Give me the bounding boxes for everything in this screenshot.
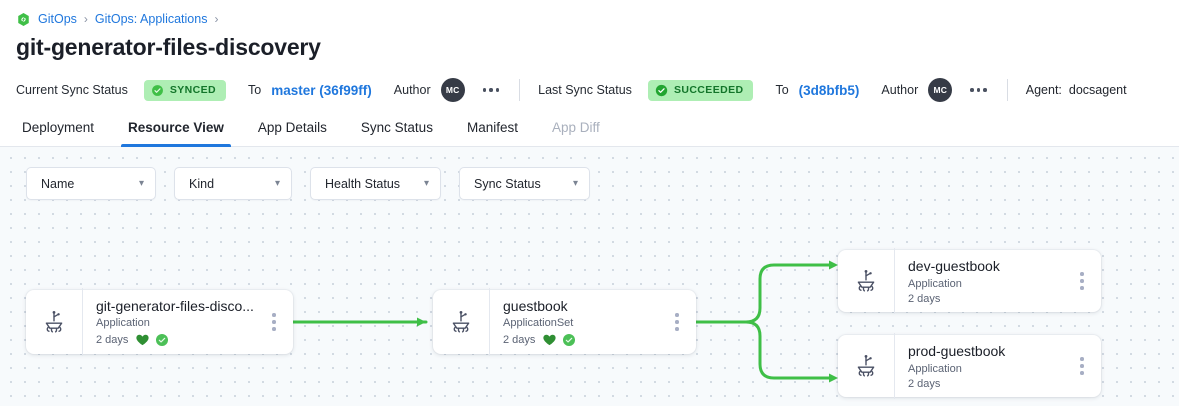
argo-application-icon — [838, 268, 894, 294]
avatar[interactable]: MC — [440, 78, 465, 102]
graph-node-kind: Application — [908, 362, 962, 375]
filter-bar: Name ▾ Kind ▾ Health Status ▾ Sync Statu… — [26, 167, 590, 200]
current-sync-status-badge[interactable]: SYNCED — [143, 79, 227, 101]
breadcrumb-item-gitops-applications[interactable]: GitOps: Applications — [94, 12, 208, 26]
breadcrumb-item-gitops[interactable]: GitOps — [38, 12, 77, 26]
current-sync-status-label: Current Sync Status — [16, 83, 128, 97]
heart-healthy-icon — [543, 335, 557, 346]
chevron-down-icon: ▾ — [572, 177, 578, 189]
filter-name-label: Name — [41, 176, 75, 191]
graph-node-git-generator-files-discovery[interactable]: git-generator-files-disco... Application… — [26, 287, 293, 357]
current-to-label: To — [248, 83, 262, 97]
gitops-hex-link-icon — [16, 12, 31, 27]
last-sync-status-badge[interactable]: SUCCEEDED — [647, 79, 754, 101]
heart-healthy-icon — [136, 335, 150, 346]
arrowhead-appset — [417, 317, 426, 327]
graph-node-body: guestbook ApplicationSet 2 days — [489, 287, 664, 357]
edge-appset-to-dev — [744, 263, 833, 324]
check-circle-synced-icon — [156, 333, 169, 346]
ellipsis-vertical-icon[interactable] — [664, 313, 690, 331]
last-revision-link[interactable]: (3d8bfb5) — [798, 82, 860, 98]
filter-name-select[interactable]: Name ▾ — [26, 167, 156, 200]
current-sync-status-badge-label: SYNCED — [169, 84, 217, 96]
graph-node-badges — [542, 332, 576, 347]
tab-sync-status[interactable]: Sync Status — [360, 120, 433, 135]
filter-health-status-select[interactable]: Health Status ▾ — [310, 167, 441, 200]
divider-2 — [1006, 79, 1008, 101]
graph-node-body: prod-guestbook Application 2 days — [894, 333, 1069, 399]
filter-health-status-label: Health Status — [325, 176, 401, 191]
page-title: git-generator-files-discovery — [16, 34, 321, 60]
graph-node-dev-guestbook[interactable]: dev-guestbook Application 2 days — [838, 248, 1101, 314]
graph-node-badges — [135, 332, 169, 347]
graph-node-meta: 2 days — [908, 378, 1069, 390]
graph-node-age: 2 days — [908, 377, 941, 390]
graph-node-title: dev-guestbook — [908, 258, 1000, 275]
graph-node-meta: 2 days — [908, 293, 1069, 305]
breadcrumb-separator-2: › — [214, 12, 219, 26]
argo-application-icon — [838, 353, 894, 379]
tab-deployment[interactable]: Deployment — [22, 120, 95, 135]
graph-node-meta: 2 days — [96, 332, 261, 347]
check-circle-filled-icon — [655, 84, 668, 96]
filter-kind-select[interactable]: Kind ▾ — [174, 167, 292, 200]
ellipsis-vertical-icon[interactable] — [261, 313, 287, 331]
graph-node-body: git-generator-files-disco... Application… — [82, 287, 261, 357]
last-author-label: Author — [881, 83, 919, 97]
current-revision-link[interactable]: master (36f99ff) — [271, 82, 372, 98]
ellipsis-horizontal-icon[interactable] — [481, 84, 502, 96]
ellipsis-horizontal-icon-last[interactable] — [968, 84, 989, 96]
tab-app-details[interactable]: App Details — [257, 120, 327, 135]
agent-value: docsagent — [1068, 83, 1127, 97]
agent-label: Agent: — [1025, 83, 1062, 97]
graph-node-body: dev-guestbook Application 2 days — [894, 248, 1069, 314]
graph-node-age: 2 days — [908, 292, 941, 305]
tab-app-diff: App Diff — [551, 120, 600, 135]
divider — [519, 79, 521, 101]
last-sync-status-badge-label: SUCCEEDED — [673, 84, 744, 96]
argo-application-icon — [26, 309, 82, 335]
graph-node-title: guestbook — [503, 297, 568, 314]
edge-appset-to-prod — [744, 320, 833, 380]
last-sync-status-label: Last Sync Status — [538, 83, 632, 97]
avatar-last[interactable]: MC — [928, 78, 953, 102]
tab-bar: Deployment Resource View App Details Syn… — [0, 109, 1179, 147]
arrowhead-dev — [829, 260, 838, 270]
graph-node-title: prod-guestbook — [908, 343, 1006, 360]
graph-node-age: 2 days — [503, 333, 536, 346]
graph-node-kind: Application — [908, 277, 962, 290]
check-circle-synced-icon — [563, 333, 576, 346]
graph-node-age: 2 days — [96, 333, 129, 346]
graph-node-kind: Application — [96, 317, 150, 330]
chevron-down-icon: ▾ — [138, 177, 144, 189]
current-author-label: Author — [393, 83, 431, 97]
graph-node-guestbook[interactable]: guestbook ApplicationSet 2 days — [433, 287, 696, 357]
breadcrumb-separator: › — [83, 12, 88, 26]
graph-node-prod-guestbook[interactable]: prod-guestbook Application 2 days — [838, 333, 1101, 399]
filter-sync-status-label: Sync Status — [474, 176, 541, 191]
tab-resource-view[interactable]: Resource View — [111, 120, 241, 147]
ellipsis-vertical-icon[interactable] — [1069, 272, 1095, 290]
check-circle-icon — [151, 84, 163, 96]
tab-manifest[interactable]: Manifest — [466, 120, 518, 135]
argo-applicationset-icon — [433, 309, 489, 335]
arrowhead-prod — [829, 373, 838, 383]
filter-sync-status-select[interactable]: Sync Status ▾ — [459, 167, 590, 200]
chevron-down-icon: ▾ — [274, 177, 280, 189]
graph-node-meta: 2 days — [503, 332, 664, 347]
graph-node-kind: ApplicationSet — [503, 317, 574, 330]
resource-graph-canvas[interactable]: Name ▾ Kind ▾ Health Status ▾ Sync Statu… — [0, 147, 1179, 406]
last-to-label: To — [775, 83, 789, 97]
chevron-down-icon: ▾ — [423, 177, 429, 189]
ellipsis-vertical-icon[interactable] — [1069, 357, 1095, 375]
graph-node-title: git-generator-files-disco... — [96, 297, 254, 314]
status-bar: Current Sync Status SYNCED To master (36… — [0, 71, 1179, 109]
breadcrumb: GitOps › GitOps: Applications › — [0, 0, 1179, 28]
filter-kind-label: Kind — [189, 176, 215, 191]
